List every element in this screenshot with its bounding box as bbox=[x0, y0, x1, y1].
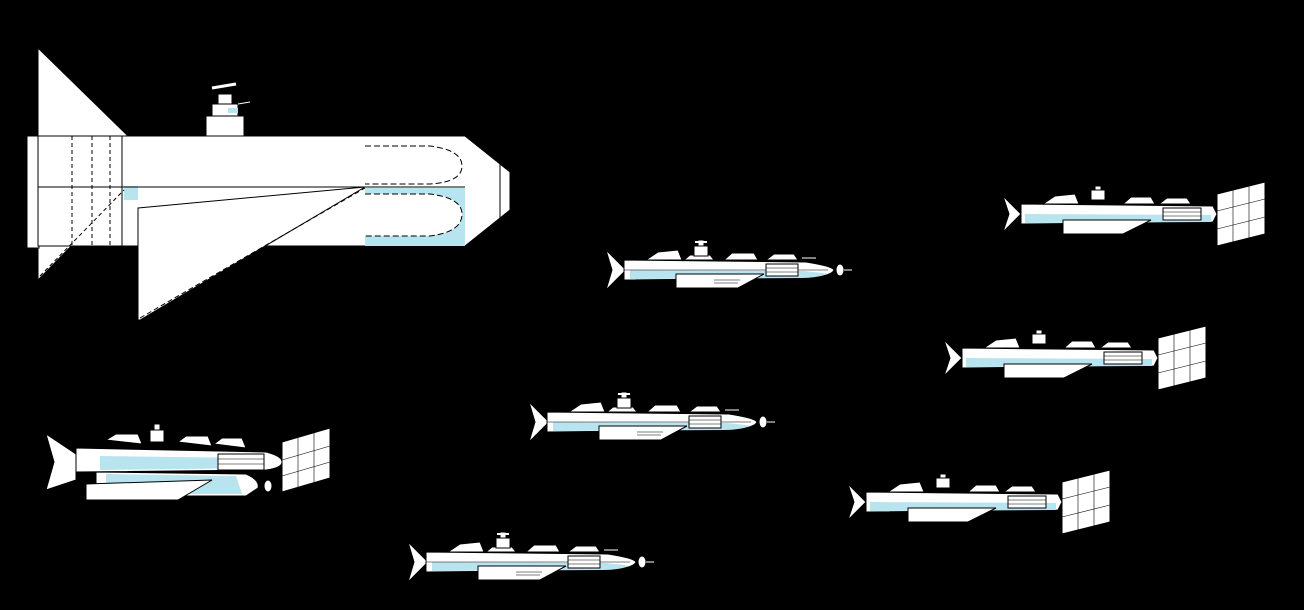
carrier-mothership bbox=[26, 46, 511, 321]
craft-5 bbox=[943, 325, 1207, 391]
craft-1 bbox=[605, 239, 853, 291]
craft-2 bbox=[528, 391, 776, 443]
heavy-craft bbox=[45, 423, 331, 501]
craft-4 bbox=[1002, 181, 1266, 247]
craft-6 bbox=[847, 469, 1111, 535]
craft-3 bbox=[407, 531, 655, 583]
